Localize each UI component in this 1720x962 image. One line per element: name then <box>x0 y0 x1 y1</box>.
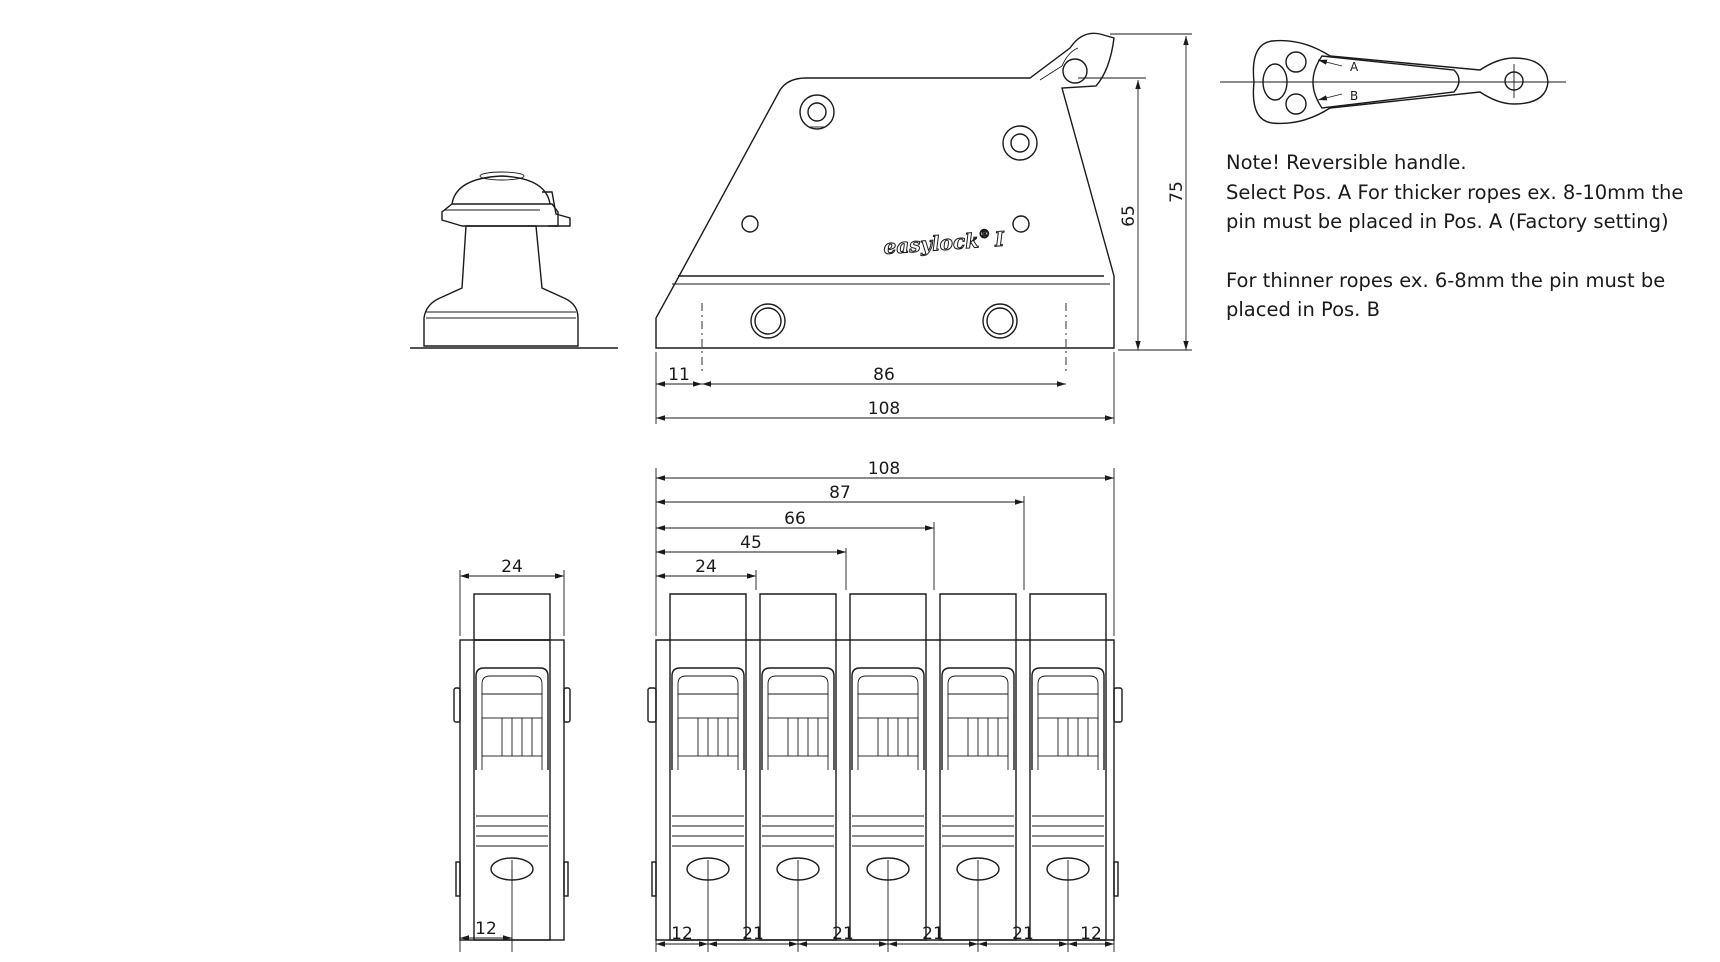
note-line-3: pin must be placed in Pos. A (Factory se… <box>1226 210 1669 233</box>
mount-hole-inner <box>754 307 782 335</box>
dim-hole-spacing: 86 <box>873 365 895 385</box>
dim-single-offset: 12 <box>475 919 497 939</box>
note-line-4: For thinner ropes ex. 6-8mm the pin must… <box>1226 268 1666 292</box>
clutch-unit-3 <box>849 639 927 952</box>
dim-body-height: 65 <box>1119 205 1139 227</box>
handle-note: Note! Reversible handle. Select Pos. A F… <box>1226 148 1706 325</box>
dim-total-height: 75 <box>1167 181 1187 203</box>
multi-front-view: 108 87 66 45 24 12 21 21 21 21 12 <box>647 459 1123 952</box>
dim-offset: 11 <box>668 365 690 385</box>
dim-edge-right: 12 <box>1080 924 1102 944</box>
dim-single-width: 24 <box>501 557 523 577</box>
mount-hole <box>750 303 786 339</box>
dim-edge-left: 12 <box>671 924 693 944</box>
brand-logo: easylock®I <box>883 226 1006 259</box>
dim-width-24: 24 <box>695 557 717 577</box>
dim-length: 108 <box>868 399 900 419</box>
small-hole <box>741 215 759 233</box>
single-front-view: 24 12 <box>453 557 571 952</box>
pin-ring-right <box>1002 125 1038 161</box>
note-line-1: Note! Reversible handle. <box>1226 151 1467 174</box>
clutch-unit-4 <box>939 639 1017 952</box>
pos-b-label: B <box>1350 89 1358 103</box>
dim-width-87: 87 <box>829 483 851 503</box>
clutch-unit-2 <box>759 639 837 952</box>
mount-hole <box>982 303 1018 339</box>
dim-pitch-2: 21 <box>832 924 854 944</box>
dim-pitch-1: 21 <box>742 924 764 944</box>
small-hole <box>1012 215 1030 233</box>
side-view-clutch: easylock®I 11 86 108 65 75 <box>655 32 1192 424</box>
dim-pitch-3: 21 <box>922 924 944 944</box>
mount-hole-inner <box>986 307 1014 335</box>
pos-a-label: A <box>1350 60 1359 74</box>
dim-width-45: 45 <box>740 533 762 553</box>
pin-ring-left <box>799 94 835 130</box>
note-line-5: placed in Pos. B <box>1226 298 1380 321</box>
dim-total-width: 108 <box>868 459 900 479</box>
reversible-handle-detail: A B <box>1220 39 1566 125</box>
dim-pitch-4: 21 <box>1012 924 1034 944</box>
clutch-unit-5 <box>1029 639 1107 952</box>
dim-width-66: 66 <box>784 509 806 529</box>
winch-icon <box>410 171 618 349</box>
clutch-unit-1 <box>669 639 747 952</box>
note-line-2: Select Pos. A For thicker ropes ex. 8-10… <box>1226 180 1684 204</box>
